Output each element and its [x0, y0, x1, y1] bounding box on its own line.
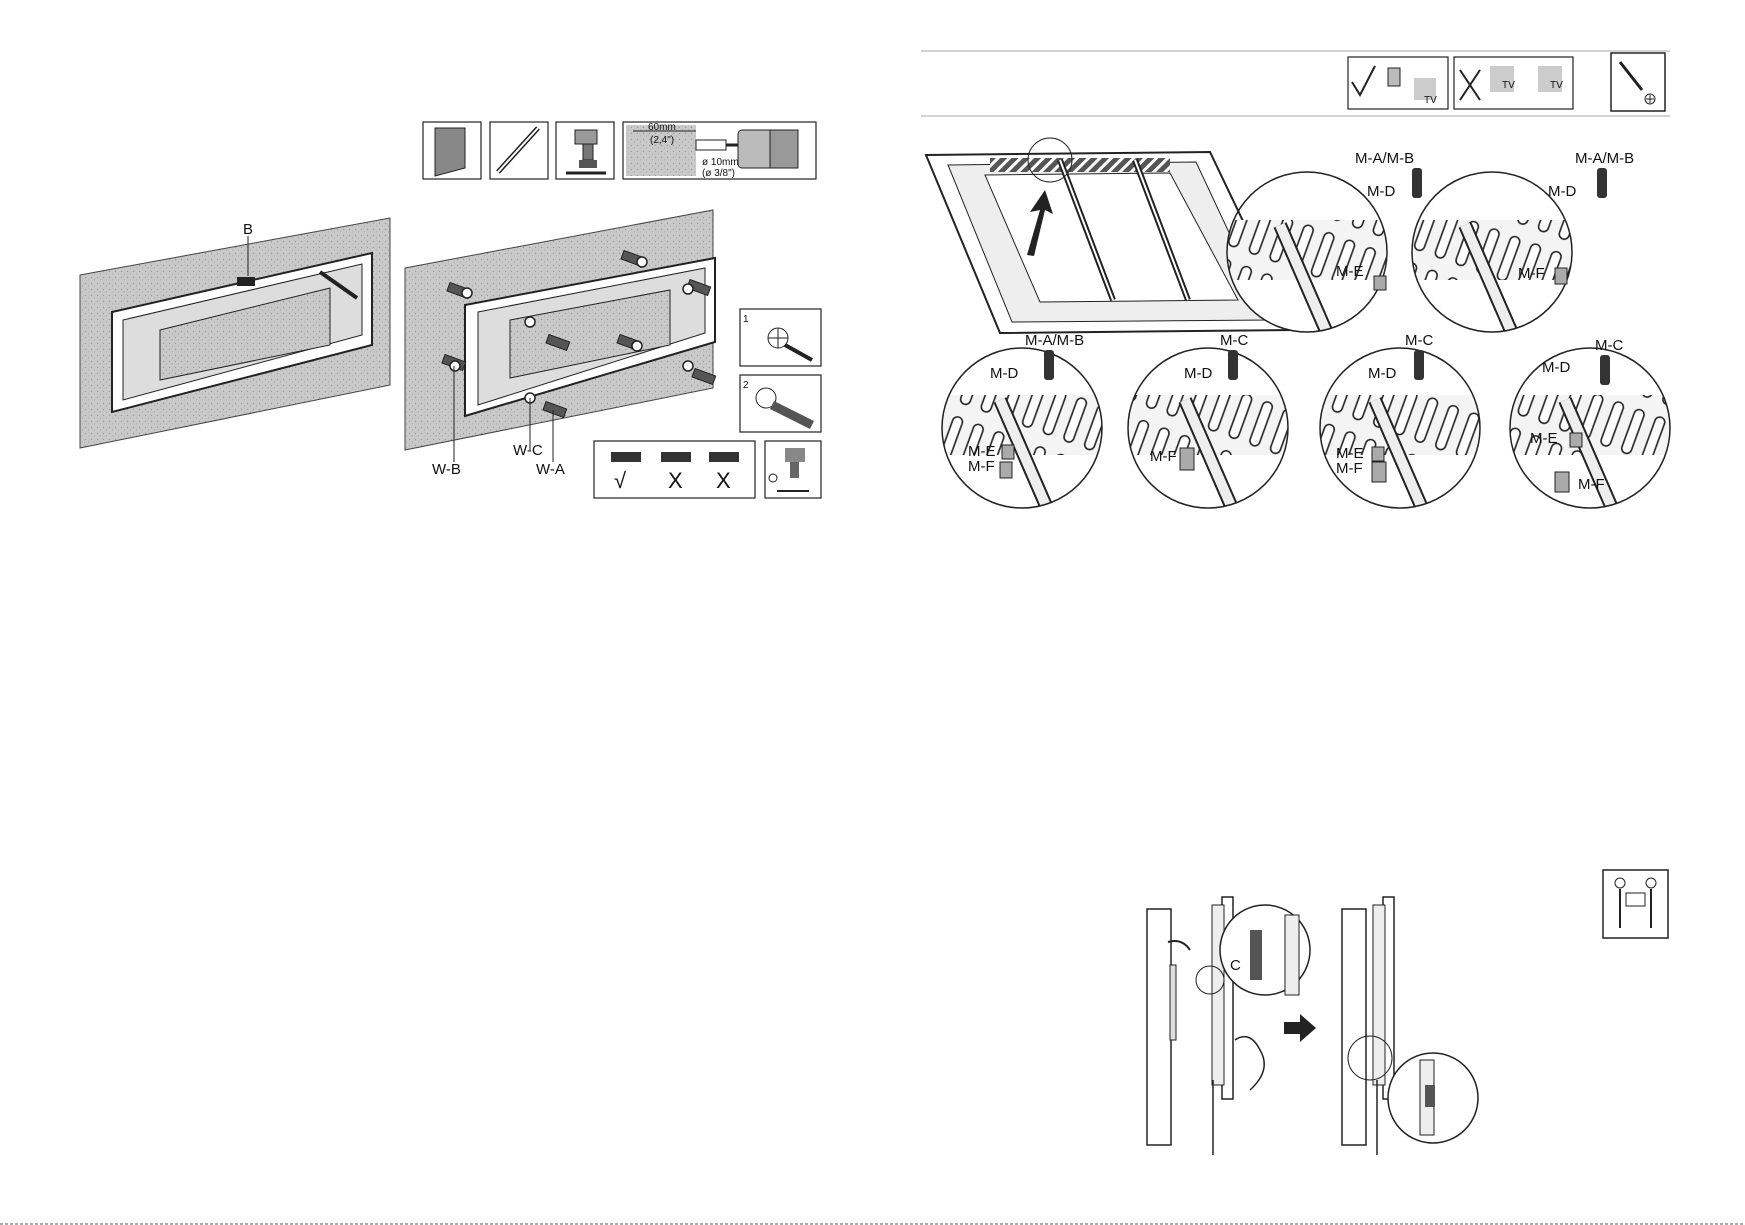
screwdriver-icon: [1611, 53, 1665, 111]
hang-tv-figure: C: [1147, 897, 1478, 1155]
header-icons: TV TV TV: [1348, 53, 1665, 111]
level-check-box: √ X X: [594, 441, 821, 498]
detail-circle-5: M-C M-D M-E M-F: [1315, 332, 1485, 515]
detail-circle-4: M-C M-D M-F: [1125, 332, 1295, 515]
c4-d: M-D: [1184, 365, 1212, 382]
drill-depth-label: 60mm: [648, 122, 676, 133]
label-b: B: [243, 221, 253, 238]
c3-f: M-F: [968, 458, 995, 475]
tv-label-3: TV: [1550, 80, 1563, 91]
c6-d: M-D: [1542, 359, 1570, 376]
tools-row: [423, 122, 614, 179]
step-1-label: 1: [743, 314, 749, 325]
level-mark-1: √: [614, 468, 627, 493]
c3-d: M-D: [990, 365, 1018, 382]
step-2-label: 2: [743, 380, 749, 391]
c4-f: M-F: [1150, 448, 1177, 465]
level-mark-3: X: [716, 468, 731, 493]
label-wa: W-A: [536, 461, 565, 478]
c6-bolt: M-C: [1595, 337, 1623, 354]
c6-e: M-E: [1530, 430, 1558, 447]
label-c: C: [1230, 957, 1241, 974]
c5-d: M-D: [1368, 365, 1396, 382]
c5-f: M-F: [1336, 460, 1363, 477]
level-b: [237, 277, 255, 286]
c2-bolt: M-A/M-B: [1575, 150, 1634, 167]
drill-depth-diagram: 60mm (2,4") ø 10mm (ø 3/8"): [623, 122, 816, 179]
detail-circle-2: M-A/M-B M-D M-F: [1400, 150, 1634, 340]
wall-anchors-figure: W-B W-C W-A: [405, 210, 716, 478]
drill-diameter-label: ø 10mm: [702, 157, 739, 168]
step-boxes: 1 2: [740, 309, 821, 432]
wall-bracket-level-figure: B: [80, 218, 390, 448]
c1-bolt: M-A/M-B: [1355, 150, 1414, 167]
level-mark-2: X: [668, 468, 683, 493]
c2-d: M-D: [1548, 183, 1576, 200]
c2-f: M-F: [1518, 265, 1545, 282]
right-arrow-icon: [1284, 1014, 1316, 1042]
two-person-icon: [1603, 870, 1668, 938]
label-wb: W-B: [432, 461, 461, 478]
c3-bolt: M-A/M-B: [1025, 332, 1084, 349]
c1-e: M-E: [1336, 263, 1364, 280]
drill-depth-inch-label: (2,4"): [650, 135, 674, 146]
c1-d: M-D: [1367, 183, 1395, 200]
tv-label-1: TV: [1424, 95, 1437, 106]
detail-circle-6: M-C M-D M-E M-F: [1505, 337, 1675, 515]
label-wc: W-C: [513, 442, 543, 459]
c6-f: M-F: [1578, 476, 1605, 493]
c5-bolt: M-C: [1405, 332, 1433, 349]
c4-bolt: M-C: [1220, 332, 1248, 349]
drill-diameter-inch-label: (ø 3/8"): [702, 168, 735, 179]
tv-label-2: TV: [1502, 80, 1515, 91]
detail-circle-3: M-A/M-B M-D M-E M-F: [940, 332, 1110, 515]
